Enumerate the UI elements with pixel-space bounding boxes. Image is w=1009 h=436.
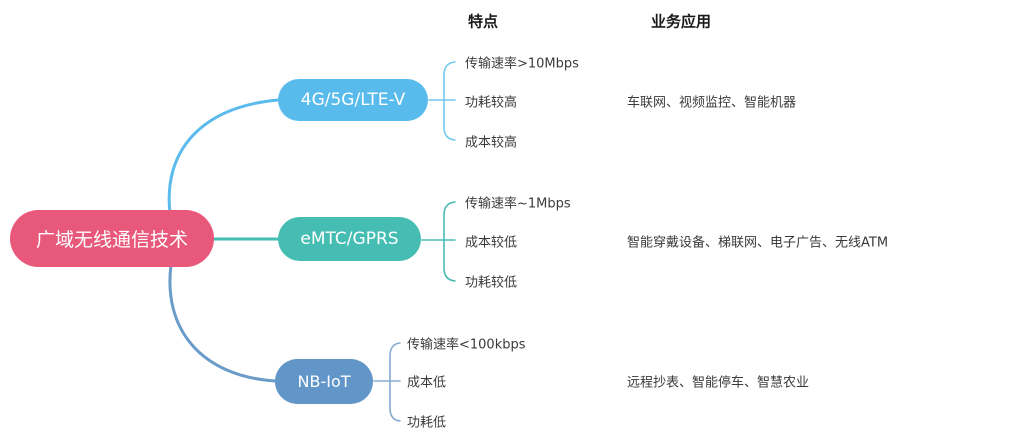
- branch-node-emtc-gprs[interactable]: eMTC/GPRS: [278, 217, 421, 261]
- column-header-features: 特点: [468, 12, 499, 31]
- feature-node[interactable]: 成本低: [407, 375, 447, 391]
- branch-node-label: NB-IoT: [297, 372, 351, 391]
- feature-node[interactable]: 功耗低: [407, 415, 447, 431]
- branch-node-4g-5g-lte-v[interactable]: 4G/5G/LTE-V: [278, 79, 428, 121]
- bracket-nbiot-features: [389, 342, 401, 422]
- feature-node[interactable]: 功耗较高: [465, 95, 518, 111]
- bracket-emtc-features: [443, 201, 456, 282]
- branch-node-label: eMTC/GPRS: [300, 229, 399, 249]
- feature-node[interactable]: 功耗较低: [465, 275, 518, 291]
- connector-root-to-nbiot: [168, 263, 277, 383]
- feature-node[interactable]: 成本较高: [465, 135, 518, 151]
- bracket-4g-features: [443, 61, 456, 141]
- connector-root-to-4g: [167, 98, 280, 215]
- applications-node[interactable]: 远程抄表、智能停车、智慧农业: [627, 375, 810, 391]
- branch-node-nb-iot[interactable]: NB-IoT: [275, 359, 373, 404]
- feature-node[interactable]: 传输速率>10Mbps: [465, 56, 579, 72]
- root-node[interactable]: 广域无线通信技术: [10, 210, 214, 267]
- branch-node-label: 4G/5G/LTE-V: [300, 90, 406, 110]
- applications-node[interactable]: 车联网、视频监控、智能机器: [627, 95, 797, 111]
- feature-node[interactable]: 传输速率<100kbps: [407, 337, 526, 353]
- applications-node[interactable]: 智能穿戴设备、梯联网、电子广告、无线ATM: [627, 235, 889, 251]
- root-node-label: 广域无线通信技术: [35, 229, 188, 251]
- column-header-applications: 业务应用: [651, 12, 712, 31]
- feature-node[interactable]: 成本较低: [465, 235, 518, 251]
- feature-node[interactable]: 传输速率~1Mbps: [465, 196, 571, 212]
